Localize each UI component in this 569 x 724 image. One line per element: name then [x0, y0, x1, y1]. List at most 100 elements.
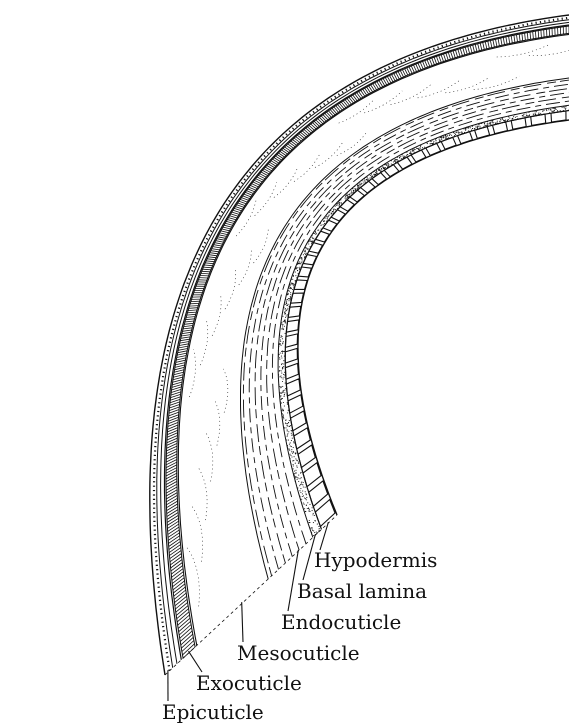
stipple-dot	[302, 490, 303, 491]
stipple-dot	[379, 169, 380, 170]
stipple-dot	[283, 374, 284, 375]
stipple-dot	[293, 441, 294, 442]
stipple-dot	[524, 116, 525, 117]
stipple-dot	[403, 157, 404, 158]
stipple-dot	[465, 130, 466, 131]
stipple-dot	[280, 339, 281, 340]
stipple-dot	[490, 122, 491, 123]
stipple-dot	[288, 290, 289, 291]
label-exocuticle: Exocuticle	[196, 673, 302, 693]
stipple-dot	[335, 209, 336, 210]
stipple-dot	[287, 434, 288, 435]
stipple-dot	[290, 445, 291, 446]
stipple-dot	[284, 326, 285, 327]
stipple-dot	[290, 296, 291, 297]
stipple-dot	[285, 304, 286, 305]
stipple-dot	[283, 341, 284, 342]
stipple-dot	[292, 460, 293, 461]
stipple-dot	[280, 337, 281, 338]
stipple-dot	[293, 464, 294, 465]
stipple-dot	[313, 535, 314, 536]
stipple-dot	[290, 425, 291, 426]
stipple-dot	[353, 190, 354, 191]
stipple-dot	[410, 151, 411, 152]
stipple-dot	[316, 532, 317, 533]
stipple-dot	[284, 321, 285, 322]
stipple-dot	[283, 410, 284, 411]
stipple-dot	[371, 177, 372, 178]
stipple-dot	[291, 449, 292, 450]
stipple-dot	[348, 194, 349, 195]
stipple-dot	[305, 250, 306, 251]
stipple-dot	[284, 320, 285, 321]
stipple-dot	[364, 181, 365, 182]
stipple-dot	[291, 440, 292, 441]
stipple-dot	[565, 109, 566, 110]
stipple-dot	[445, 135, 446, 136]
stipple-dot	[286, 315, 287, 316]
stipple-dot	[449, 134, 450, 135]
stipple-dot	[318, 230, 319, 231]
stipple-dot	[314, 233, 315, 234]
stipple-dot	[292, 283, 293, 284]
stipple-dot	[285, 333, 286, 334]
stipple-dot	[283, 416, 284, 417]
stipple-dot	[298, 481, 299, 482]
exocuticle-hatch-line	[189, 306, 198, 307]
stipple-dot	[282, 350, 283, 351]
exocuticle-hatch-line	[201, 273, 209, 274]
stipple-dot	[280, 375, 281, 376]
stipple-dot	[526, 115, 527, 116]
stipple-dot	[388, 164, 389, 165]
stipple-dot	[290, 297, 291, 298]
stipple-dot	[287, 429, 288, 430]
stipple-dot	[509, 118, 510, 119]
stipple-dot	[295, 472, 296, 473]
stipple-dot	[287, 412, 288, 413]
stipple-dot	[474, 128, 475, 129]
stipple-dot	[326, 221, 327, 222]
stipple-dot	[301, 481, 302, 482]
stipple-dot	[563, 106, 564, 107]
stipple-dot	[424, 147, 425, 148]
stipple-dot	[363, 182, 364, 183]
stipple-dot	[282, 386, 283, 387]
stipple-dot	[433, 142, 434, 143]
stipple-dot	[439, 139, 440, 140]
stipple-dot	[296, 268, 297, 269]
stipple-dot	[279, 359, 280, 360]
stipple-dot	[285, 311, 286, 312]
stipple-dot	[495, 122, 496, 123]
stipple-dot	[382, 166, 383, 167]
stipple-dot	[280, 395, 281, 396]
stipple-dot	[304, 251, 305, 252]
stipple-dot	[283, 392, 284, 393]
stipple-dot	[385, 164, 386, 165]
stipple-dot	[493, 122, 494, 123]
stipple-dot	[372, 176, 373, 177]
stipple-dot	[284, 390, 285, 391]
stipple-dot	[417, 148, 418, 149]
stipple-dot	[279, 386, 280, 387]
stipple-dot	[376, 171, 377, 172]
stipple-dot	[291, 456, 292, 457]
stipple-dot	[302, 496, 303, 497]
stipple-dot	[364, 180, 365, 181]
stipple-dot	[303, 482, 304, 483]
stipple-dot	[285, 420, 286, 421]
stipple-dot	[383, 167, 384, 168]
stipple-dot	[298, 263, 299, 264]
stipple-dot	[307, 502, 308, 503]
stipple-dot	[477, 126, 478, 127]
stipple-dot	[301, 259, 302, 260]
stipple-dot	[281, 335, 282, 336]
stipple-dot	[305, 247, 306, 248]
stipple-dot	[306, 497, 307, 498]
stipple-dot	[283, 390, 284, 391]
stipple-dot	[399, 157, 400, 158]
stipple-dot	[341, 202, 342, 203]
stipple-dot	[285, 427, 286, 428]
stipple-dot	[355, 189, 356, 190]
stipple-dot	[543, 110, 544, 111]
stipple-dot	[287, 436, 288, 437]
